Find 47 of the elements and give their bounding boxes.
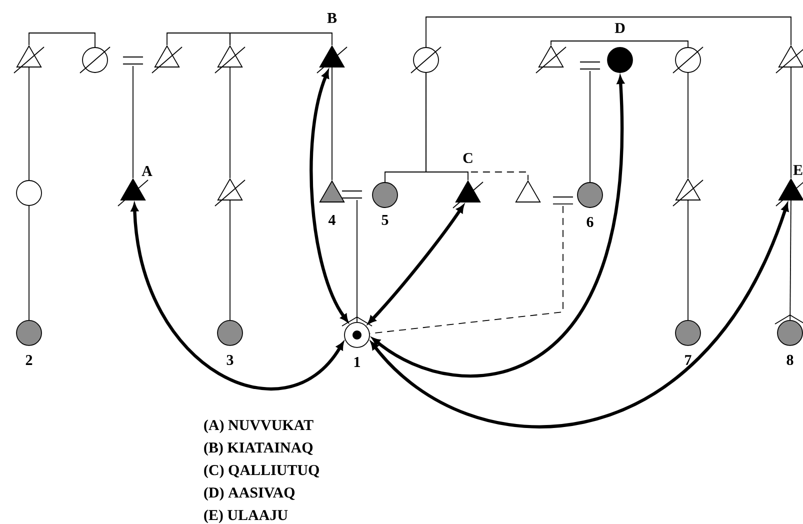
relationship-arrow — [370, 203, 789, 428]
circle-symbol — [342, 316, 372, 348]
relationship-arrow — [310, 70, 348, 322]
circle-symbol — [16, 180, 42, 206]
circle-symbol — [80, 46, 110, 74]
symbol-label: E — [793, 165, 802, 175]
circle-symbol — [607, 47, 633, 73]
kinship-line — [230, 32, 332, 46]
kinship-line — [790, 200, 792, 320]
symbol-label: 2 — [26, 355, 32, 365]
circle-symbol — [16, 320, 42, 346]
symbol-label: 8 — [786, 354, 794, 366]
term-label: (E) ULAAJU — [204, 510, 288, 524]
relationship-arrow — [372, 76, 624, 378]
circle-symbol — [217, 320, 243, 346]
circle-symbol — [672, 46, 704, 74]
symbol-label: 1 — [354, 357, 360, 367]
kinship-line — [28, 206, 30, 320]
term-label: (C) QALLIUTUQ — [204, 464, 320, 478]
term-label: (B) KIATAINAQ — [204, 442, 313, 456]
term-label: (A) NUVVUKAT — [204, 420, 314, 434]
kinship-line — [426, 72, 528, 181]
kinship-line — [28, 67, 30, 180]
circle-symbol — [675, 320, 701, 346]
symbol-label: 6 — [586, 216, 594, 228]
relationship-arrow — [131, 204, 344, 390]
relationship-arrow — [368, 204, 464, 324]
kinship-line — [356, 200, 358, 322]
symbol-label: A — [142, 166, 152, 176]
kinship-line — [426, 16, 792, 48]
kinship-line — [132, 66, 134, 179]
symbol-label: C — [463, 152, 472, 164]
symbol-label: 4 — [328, 215, 336, 225]
circle-symbol — [372, 182, 398, 208]
kinship-line — [28, 32, 96, 48]
term-label: (D) AASIVAQ — [204, 487, 295, 501]
circle-symbol — [774, 314, 803, 346]
symbol-label: B — [327, 13, 337, 23]
kinship-line — [166, 32, 230, 46]
kinship-line — [790, 67, 792, 179]
symbol-label: 3 — [226, 354, 234, 366]
circle-symbol — [410, 46, 442, 74]
kinship-line — [550, 40, 688, 48]
circle-symbol — [577, 182, 603, 208]
symbol-label: D — [614, 23, 625, 33]
symbol-label: 7 — [685, 355, 692, 365]
symbol-label: 5 — [382, 215, 388, 225]
